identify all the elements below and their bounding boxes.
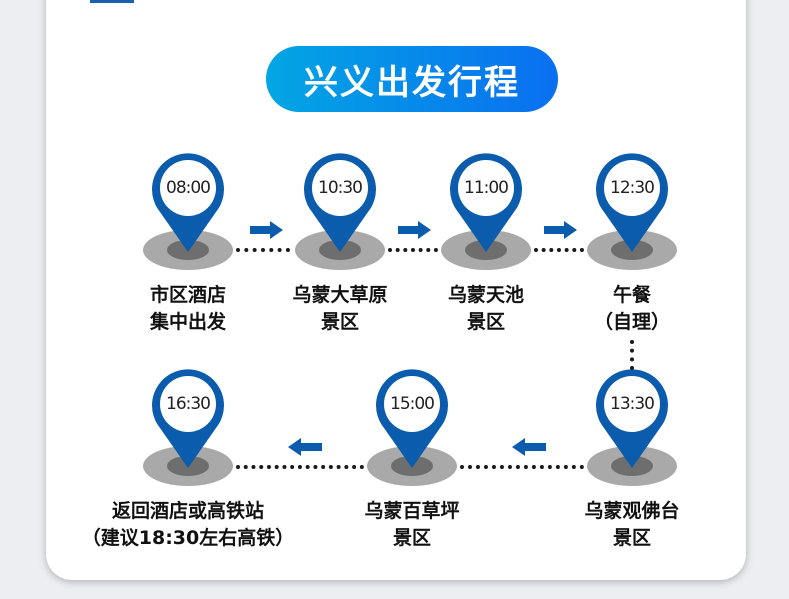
- stop-label: 返回酒店或高铁站 （建议18:30左右高铁）: [78, 498, 298, 552]
- stop-time: 08:00: [166, 178, 211, 198]
- stop-time: 15:00: [390, 394, 435, 414]
- itinerary-title: 兴义出发行程: [266, 46, 558, 112]
- stop-time: 16:30: [166, 394, 211, 414]
- connector-dots: [534, 248, 584, 252]
- arrow-left-icon: [512, 438, 546, 456]
- arrow-right-icon: [250, 221, 283, 239]
- arrow-right-icon: [544, 221, 577, 239]
- connector-dots: [460, 465, 584, 469]
- location-pin: 15:00: [362, 366, 462, 496]
- header-accent-bar: [90, 0, 134, 3]
- stop-name: 午餐: [612, 284, 651, 306]
- stop-label: 乌蒙百草坪景区: [302, 498, 522, 552]
- stop-time: 12:30: [610, 178, 655, 198]
- stop-note: 景区: [392, 527, 431, 549]
- stop-label: 乌蒙大草原景区: [230, 282, 450, 336]
- map-pin-icon: [441, 153, 531, 270]
- stop-name: 返回酒店或高铁站: [111, 500, 264, 522]
- stop-note: 景区: [320, 311, 359, 333]
- connector-dots: [388, 248, 438, 252]
- stop-note: （建议18:30左右高铁）: [81, 527, 295, 549]
- stop-note: （自理）: [593, 311, 670, 333]
- location-pin: 12:30: [582, 150, 682, 280]
- stop-note: 集中出发: [149, 311, 226, 333]
- stop-note: 景区: [612, 527, 651, 549]
- arrow-right-icon: [398, 221, 431, 239]
- connector-dots: [236, 248, 290, 252]
- stop-name: 市区酒店: [149, 284, 226, 306]
- map-pin-icon: [587, 153, 677, 270]
- stop-note: 景区: [466, 311, 505, 333]
- stop-label: 乌蒙天池景区: [376, 282, 596, 336]
- stop-label: 午餐 （自理）: [522, 282, 742, 336]
- connector-dots: [630, 340, 634, 370]
- connector-dots: [236, 465, 364, 469]
- arrow-left-icon: [288, 438, 322, 456]
- location-pin: 08:00: [138, 150, 238, 280]
- stop-time: 13:30: [610, 394, 655, 414]
- map-pin-icon: [143, 369, 233, 486]
- location-pin: 10:30: [290, 150, 390, 280]
- stop-name: 乌蒙大草原: [292, 284, 388, 306]
- location-pin: 13:30: [582, 366, 682, 496]
- stop-label: 市区酒店集中出发: [78, 282, 298, 336]
- location-pin: 16:30: [138, 366, 238, 496]
- map-pin-icon: [143, 153, 233, 270]
- map-pin-icon: [367, 369, 457, 486]
- stop-name: 乌蒙天池: [447, 284, 524, 306]
- stop-time: 10:30: [318, 178, 363, 198]
- map-pin-icon: [587, 369, 677, 486]
- stop-name: 乌蒙观佛台: [584, 500, 680, 522]
- location-pin: 11:00: [436, 150, 536, 280]
- map-pin-icon: [295, 153, 385, 270]
- stop-name: 乌蒙百草坪: [364, 500, 460, 522]
- stop-time: 11:00: [464, 178, 509, 198]
- stop-label: 乌蒙观佛台景区: [522, 498, 742, 552]
